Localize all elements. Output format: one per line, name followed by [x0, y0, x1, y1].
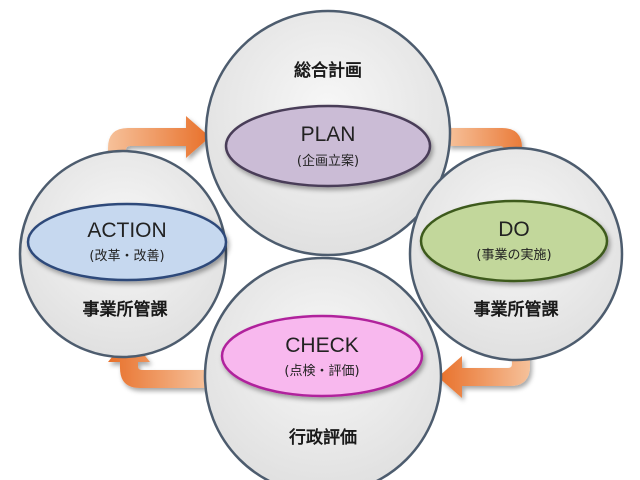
- stage-do-title: DO: [498, 218, 530, 241]
- stage-do-ellipse: [419, 199, 609, 283]
- stage-do: DO (事業の実施) 事業所管課: [408, 146, 624, 362]
- stage-plan-owner: 総合計画: [294, 60, 362, 81]
- stage-action-owner: 事業所管課: [83, 299, 169, 320]
- stage-plan-ellipse: [224, 104, 432, 188]
- stage-do-owner: 事業所管課: [474, 299, 560, 320]
- stage-action-title: ACTION: [87, 219, 166, 242]
- stage-check-owner: 行政評価: [288, 427, 357, 448]
- stage-action-subtitle: (改革・改善): [89, 248, 164, 264]
- stage-plan-subtitle: (企画立案): [297, 153, 359, 169]
- stage-check: CHECK (点検・評価) 行政評価: [203, 256, 443, 480]
- arrow-action-to-plan: [108, 116, 210, 175]
- stage-check-subtitle: (点検・評価): [284, 364, 359, 379]
- stage-action: ACTION (改革・改善) 事業所管課: [18, 149, 228, 359]
- stage-action-ellipse: [26, 202, 228, 282]
- stage-plan-title: PLAN: [301, 123, 356, 146]
- stage-check-ellipse: [220, 314, 424, 398]
- stage-plan: 総合計画 PLAN (企画立案): [204, 9, 452, 257]
- arrow-do-to-check: [438, 342, 530, 398]
- stage-check-title: CHECK: [285, 334, 359, 357]
- stage-do-subtitle: (事業の実施): [476, 247, 551, 263]
